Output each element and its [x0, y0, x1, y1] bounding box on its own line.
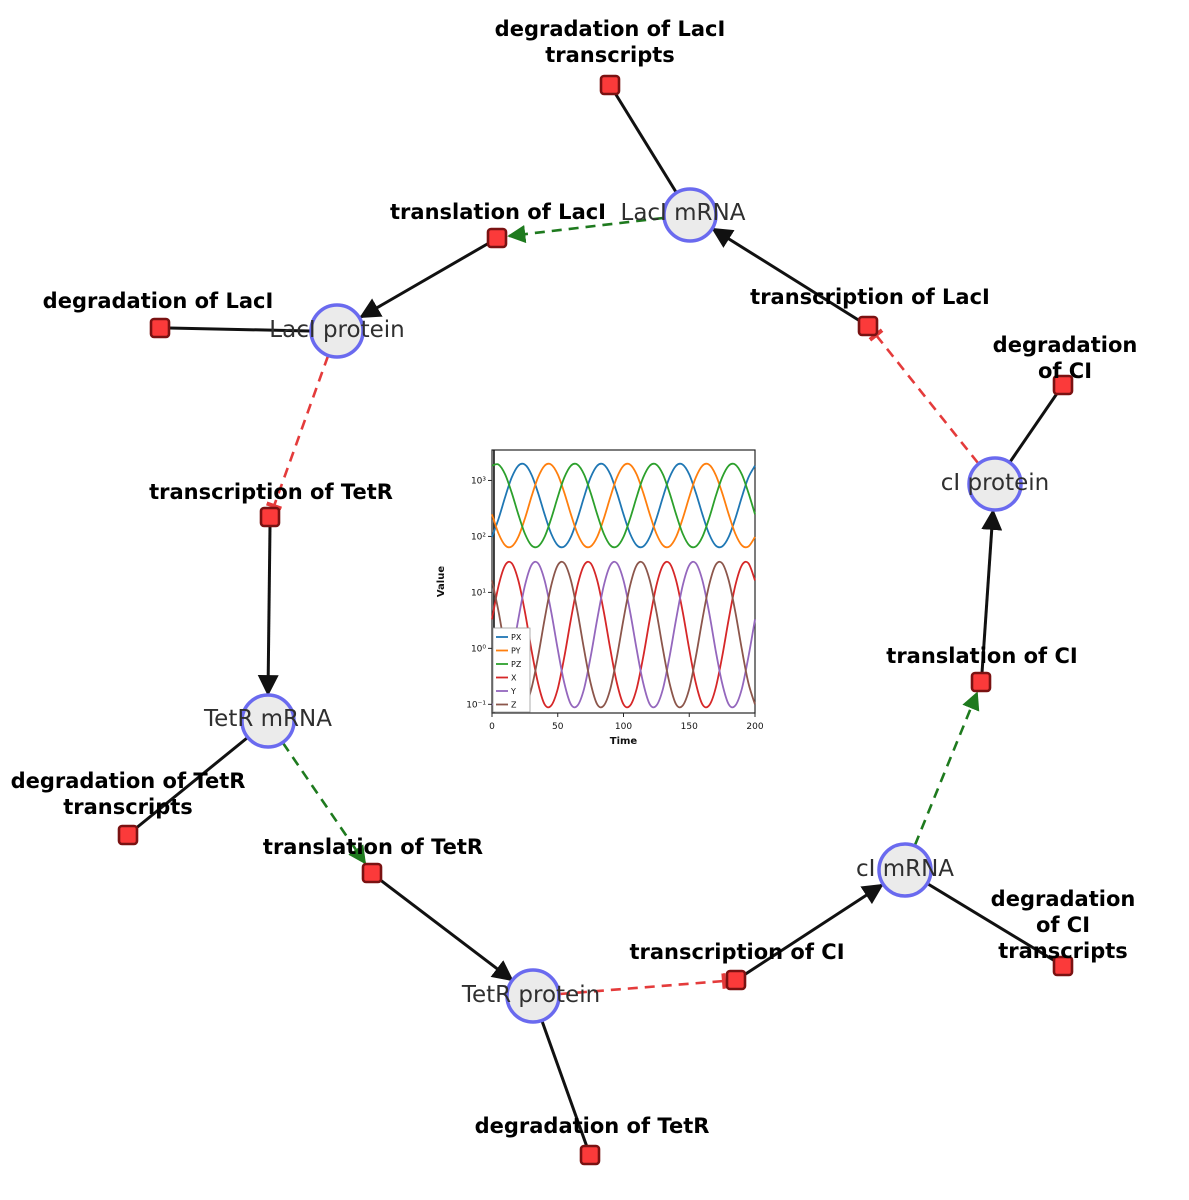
y-tick-label: 10⁰ — [471, 644, 486, 654]
edge-transcriptiontetr-tetrmrna — [257, 525, 279, 697]
edge-transcriptionlaci-lacimrna — [711, 227, 861, 323]
edge-lacimrna-deglacitranscripts — [613, 92, 678, 193]
chart-series-PX — [491, 462, 756, 549]
x-tick-label: 50 — [552, 722, 564, 732]
edge-cimrna-degcitranscripts — [927, 882, 1056, 963]
species-node-ci-mrna[interactable] — [877, 842, 933, 898]
edge-translationlaci-laciprotein — [359, 241, 490, 319]
reactions-layer — [117, 74, 1074, 1166]
reaction-node-transcription-ci[interactable] — [725, 969, 747, 991]
x-tick-label: 150 — [681, 722, 698, 732]
legend-label-X: X — [511, 674, 517, 683]
reaction-node-degradation-tetr[interactable] — [579, 1144, 601, 1166]
reaction-node-translation-tetr[interactable] — [361, 862, 383, 884]
edge-tetrprotein-degtetr — [540, 1020, 589, 1148]
chart-series-Y — [491, 560, 756, 709]
edge-ciprotein-transcriptionlaci-inhibition — [868, 328, 980, 464]
legend-label-Y: Y — [510, 687, 516, 696]
y-axis-label: Value — [436, 566, 447, 597]
y-tick-label: 10² — [471, 532, 486, 542]
reaction-node-translation-ci[interactable] — [970, 671, 992, 693]
chart-series-Z — [491, 560, 756, 709]
edge-laciprotein-transcriptiontetr-inhibition — [265, 355, 330, 511]
edge-tetrmrna-degtetrtranscripts — [134, 736, 248, 831]
reaction-node-degradation-laci-transcripts[interactable] — [599, 74, 621, 96]
x-axis-label: Time — [610, 736, 638, 747]
species-node-laci-mrna[interactable] — [662, 187, 718, 243]
edge-translationtetr-tetrprotein — [378, 877, 514, 982]
y-tick-label: 10¹ — [471, 588, 486, 598]
species-node-tetr-protein[interactable] — [505, 968, 561, 1024]
legend-label-PY: PY — [511, 647, 521, 656]
reaction-node-translation-laci[interactable] — [486, 227, 508, 249]
edge-transcriptionci-cimrna — [743, 883, 884, 977]
legend-label-PZ: PZ — [511, 660, 522, 669]
edge-translationci-ciprotein — [980, 508, 1003, 674]
chart-legend — [492, 627, 531, 713]
edge-lacimrna-translationlaci-modifier — [507, 216, 664, 244]
reaction-node-transcription-laci[interactable] — [857, 315, 879, 337]
edge-tetrprotein-transcriptionci-inhibition — [559, 973, 727, 996]
y-tick-label: 10⁻¹ — [466, 700, 486, 710]
reaction-node-transcription-tetr[interactable] — [259, 506, 281, 528]
legend-label-Z: Z — [511, 701, 517, 710]
species-layer — [240, 187, 1023, 1024]
reaction-node-degradation-laci[interactable] — [149, 317, 171, 339]
edge-laciprotein-deglaci — [168, 326, 311, 333]
x-tick-label: 0 — [489, 722, 495, 732]
reaction-node-degradation-tetr-transcripts[interactable] — [117, 824, 139, 846]
species-node-tetr-mrna[interactable] — [240, 693, 296, 749]
reaction-node-degradation-ci[interactable] — [1052, 374, 1074, 396]
species-node-laci-protein[interactable] — [309, 303, 365, 359]
x-tick-label: 200 — [746, 722, 763, 732]
x-tick-label: 100 — [615, 722, 632, 732]
edge-cimrna-translationci-modifier — [913, 691, 980, 846]
edges-layer — [134, 92, 1060, 1148]
chart-series-PY — [491, 462, 756, 549]
legend-label-PX: PX — [511, 633, 522, 642]
chart-series-PZ — [491, 462, 756, 549]
chart-series-X — [491, 560, 756, 709]
y-tick-label: 10³ — [471, 476, 486, 486]
edge-tetrmrna-translationtetr-modifier — [281, 742, 367, 865]
edge-ciprotein-degci — [1008, 391, 1060, 463]
reaction-node-degradation-ci-transcripts[interactable] — [1052, 955, 1074, 977]
species-node-ci-protein[interactable] — [967, 456, 1023, 512]
